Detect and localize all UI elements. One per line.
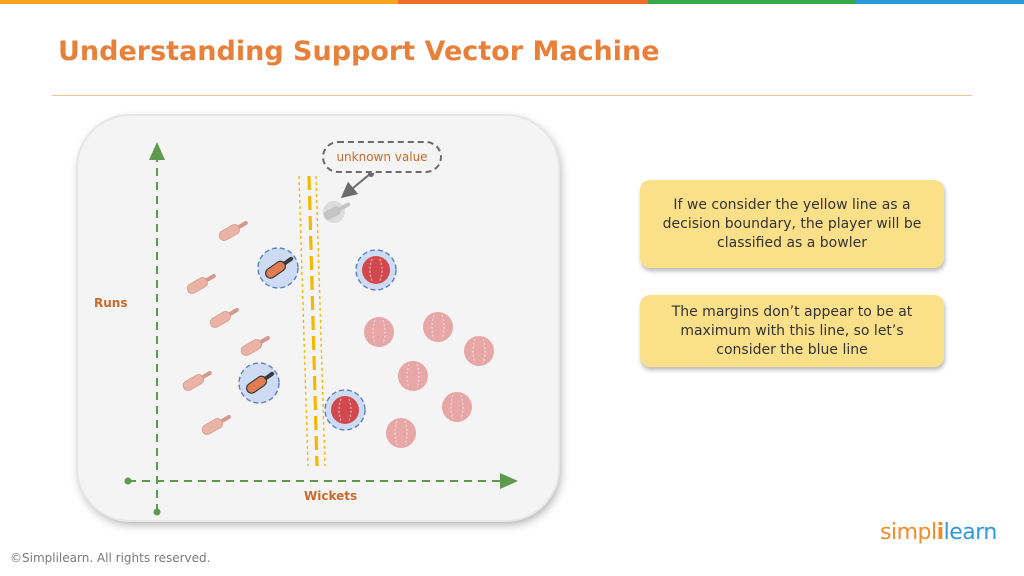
batsman-point xyxy=(201,415,231,435)
decision-boundary xyxy=(307,175,319,467)
boundary-margin-right xyxy=(315,175,326,467)
batsman-point xyxy=(186,274,216,294)
y-axis-label: Runs xyxy=(94,296,128,310)
bowler-point xyxy=(386,418,416,448)
callout-decision-boundary: If we consider the yellow line as a deci… xyxy=(640,180,944,268)
logo-part-simpl: simpl xyxy=(880,520,937,545)
topbar-segment-green xyxy=(648,0,856,4)
bowler-point xyxy=(423,312,453,342)
callout-margins: The margins don’t appear to be at maximu… xyxy=(640,295,944,367)
topbar-segment-red xyxy=(398,0,648,4)
top-color-bar xyxy=(0,0,1024,4)
callout-text: The margins don’t appear to be at maximu… xyxy=(671,303,913,358)
topbar-segment-blue xyxy=(856,0,1024,4)
support-vector-bowler xyxy=(355,249,397,291)
batsman-point xyxy=(209,308,239,328)
x-axis-origin-dot xyxy=(124,477,132,485)
unknown-point-bat xyxy=(323,201,351,223)
bowler-point xyxy=(464,336,494,366)
copyright-footer: ©Simplilearn. All rights reserved. xyxy=(10,551,211,565)
bowler-point xyxy=(398,361,428,391)
support-vector-batsman xyxy=(257,247,299,289)
unknown-pointer-arrow xyxy=(340,173,371,199)
title-divider xyxy=(52,95,972,96)
logo-part-learn: learn xyxy=(943,520,998,545)
batsman-point xyxy=(218,221,248,241)
x-axis-label: Wickets xyxy=(304,489,358,503)
logo-part-i: i xyxy=(936,520,945,545)
support-vector-batsman xyxy=(238,362,280,404)
support-vector-bowler xyxy=(324,389,366,431)
boundary-margin-left xyxy=(298,175,309,467)
bowler-point xyxy=(442,392,472,422)
bowler-point xyxy=(364,317,394,347)
simplilearn-logo: simplilearn xyxy=(880,520,997,545)
slide-title: Understanding Support Vector Machine xyxy=(58,36,660,67)
callout-text: If we consider the yellow line as a deci… xyxy=(662,196,922,251)
batsman-point xyxy=(182,371,212,391)
batsman-point xyxy=(240,336,270,356)
y-axis-origin-dot xyxy=(153,508,161,516)
unknown-value-label: unknown value xyxy=(322,141,442,173)
topbar-segment-orange xyxy=(0,0,398,4)
